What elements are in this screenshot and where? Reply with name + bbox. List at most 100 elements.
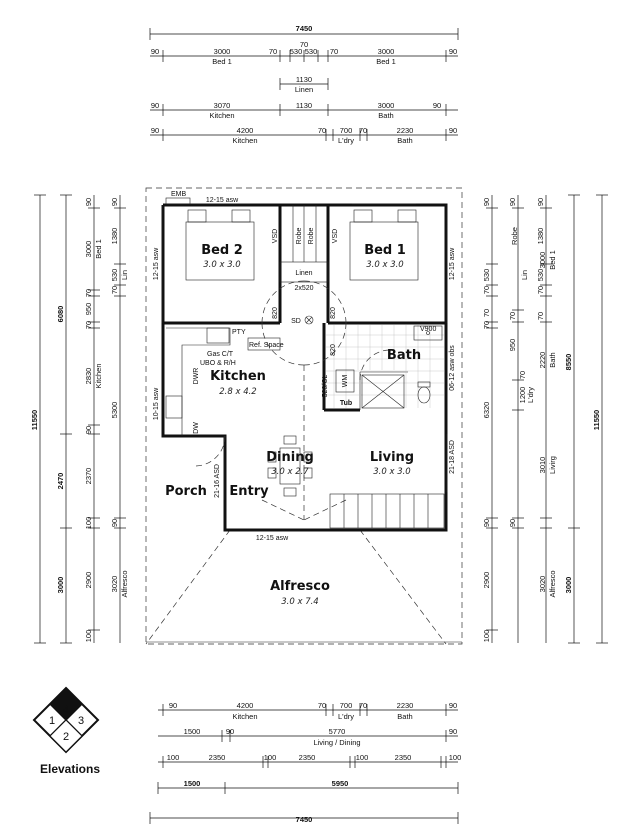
bot-overall: 7450 bbox=[296, 815, 313, 824]
top-r4-lbl-b: L'dry bbox=[338, 136, 354, 145]
vanity bbox=[413, 325, 443, 341]
bot-r2-d: 90 bbox=[449, 727, 457, 736]
bot-r1-lbl-c: Bath bbox=[397, 712, 412, 721]
top-r3-a: 90 bbox=[151, 101, 159, 110]
room-alfresco: Alfresco bbox=[270, 579, 330, 594]
right-c2-g: 950 bbox=[508, 339, 517, 352]
room-kitchen-size: 2.8 x 4.2 bbox=[219, 387, 256, 397]
elevation-2: 2 bbox=[63, 731, 69, 743]
dining-table bbox=[279, 447, 301, 485]
room-kitchen: Kitchen bbox=[210, 369, 266, 384]
left-upper: 6080 bbox=[56, 306, 65, 323]
room-living-size: 3.0 x 3.0 bbox=[373, 467, 410, 477]
room-porch: Porch bbox=[165, 484, 207, 499]
bot-r1-b: 4200 bbox=[237, 701, 254, 710]
circulation-3 bbox=[303, 499, 347, 521]
right-c2-j: 3020 bbox=[538, 576, 547, 593]
top-r4-d: 700 bbox=[340, 126, 353, 135]
pillow-b1-b bbox=[397, 209, 417, 223]
label-asw-top: 12-15 asw bbox=[206, 197, 239, 204]
top-r1-h: 90 bbox=[449, 47, 457, 56]
external-walls bbox=[161, 203, 448, 532]
top-r1-c: 70 bbox=[269, 47, 277, 56]
top-r2-a: 1130 bbox=[296, 75, 312, 84]
right-dimensions: 90 530 70 70 70 6320 90 2900 100 90 3000… bbox=[482, 194, 608, 644]
bot-r3-e: 100 bbox=[356, 753, 369, 762]
right-c2-d: 2220 bbox=[538, 352, 547, 369]
bot-r1-lbl-b: L'dry bbox=[338, 712, 354, 721]
label-asw-bed2: 12-15 asw bbox=[153, 247, 160, 280]
right-c3-c: 530 bbox=[536, 269, 545, 282]
smoke-detector-icon bbox=[304, 315, 314, 325]
bot-r3-g: 100 bbox=[449, 753, 462, 762]
label-asd-entry: 21-16 ASD bbox=[214, 464, 221, 498]
linen-box bbox=[279, 261, 329, 283]
left-c2-c: 70 bbox=[84, 289, 93, 297]
right-c3-b: 1380 bbox=[536, 228, 545, 245]
left-c2-j: 2900 bbox=[84, 572, 93, 589]
label-emb: EMB bbox=[171, 191, 187, 198]
label-linen-size: 2x520 bbox=[294, 285, 313, 292]
label-dwr: DWR bbox=[193, 368, 200, 385]
right-c1-i: 100 bbox=[482, 630, 491, 643]
right-c1-d: 70 bbox=[482, 309, 491, 317]
right-lbl-bath: Bath bbox=[548, 352, 557, 367]
top-r1-extra: 70 bbox=[300, 40, 308, 49]
top-r4-lbl-a: Kitchen bbox=[232, 136, 257, 145]
annotations: EMB 12-15 asw 12-15 asw 12-15 asw 10-15 … bbox=[153, 191, 456, 542]
chair-2 bbox=[267, 467, 277, 479]
top-overall: 7450 bbox=[296, 24, 313, 33]
label-sd: SD bbox=[291, 318, 301, 325]
label-tub: Tub bbox=[340, 400, 352, 407]
washing-machine bbox=[335, 369, 355, 393]
label-d820-c: 820 bbox=[330, 344, 337, 356]
top-r4-e: 70 bbox=[359, 126, 367, 135]
left-c3-a: 90 bbox=[110, 198, 119, 206]
bot-r1-g: 90 bbox=[449, 701, 457, 710]
label-d820-b: 820 bbox=[330, 307, 337, 319]
right-c1-b: 530 bbox=[482, 269, 491, 282]
pillow-b2-b bbox=[231, 209, 251, 223]
label-vsd-1: VSD bbox=[272, 229, 279, 243]
elevation-3: 3 bbox=[78, 715, 84, 727]
left-c3-c: 530 bbox=[110, 269, 119, 282]
right-c3-a: 90 bbox=[536, 198, 545, 206]
label-vsd-2: VSD bbox=[332, 229, 339, 243]
left-c3-e: 5300 bbox=[110, 402, 119, 419]
right-lbl-alfresco: Alfresco bbox=[548, 570, 557, 597]
bot-r3-a: 100 bbox=[167, 753, 180, 762]
top-r1-lbl-a: Bed 1 bbox=[212, 57, 232, 66]
bot-r4-a: 1500 bbox=[184, 779, 201, 788]
left-c2-e: 70 bbox=[84, 321, 93, 329]
chair-4 bbox=[303, 467, 313, 479]
right-c1-f: 6320 bbox=[482, 402, 491, 419]
left-c2-b: 3000 bbox=[84, 241, 93, 258]
top-r1-lbl-b: Bed 1 bbox=[376, 57, 396, 66]
right-c2-e: 70 bbox=[518, 371, 527, 379]
door-arc-hall bbox=[261, 322, 305, 366]
label-v900: V900 bbox=[420, 326, 436, 333]
right-c3-d: 70 bbox=[536, 286, 545, 294]
left-c2-k: 100 bbox=[84, 630, 93, 643]
right-c2-i: 90 bbox=[508, 519, 517, 527]
right-lbl-lin: Lin bbox=[520, 270, 529, 280]
bot-r2-lbl: Living / Dining bbox=[313, 738, 360, 747]
left-lbl-alfresco: Alfresco bbox=[120, 570, 129, 597]
left-c2-g: 90 bbox=[84, 426, 93, 434]
bot-r3-d: 2350 bbox=[299, 753, 316, 762]
alfresco-diag-left bbox=[145, 529, 231, 645]
label-gas: Gas C/T bbox=[207, 351, 234, 358]
left-middle: 2470 bbox=[56, 473, 65, 490]
right-overall: 11550 bbox=[592, 410, 601, 430]
left-overall: 11550 bbox=[30, 410, 39, 430]
top-r1-g: 3000 bbox=[378, 47, 395, 56]
right-lbl-living: Livirg bbox=[548, 456, 557, 474]
label-dw: DW bbox=[193, 422, 200, 434]
top-r3-d: 3000 bbox=[378, 101, 395, 110]
bot-r2-a: 1500 bbox=[184, 727, 201, 736]
right-upper: 8550 bbox=[564, 354, 573, 371]
right-c1-g: 90 bbox=[482, 519, 491, 527]
bot-r3-c: 100 bbox=[264, 753, 277, 762]
top-dimensions: 7450 90 3000 70 530 530 70 3000 90 70 Be… bbox=[149, 24, 459, 145]
